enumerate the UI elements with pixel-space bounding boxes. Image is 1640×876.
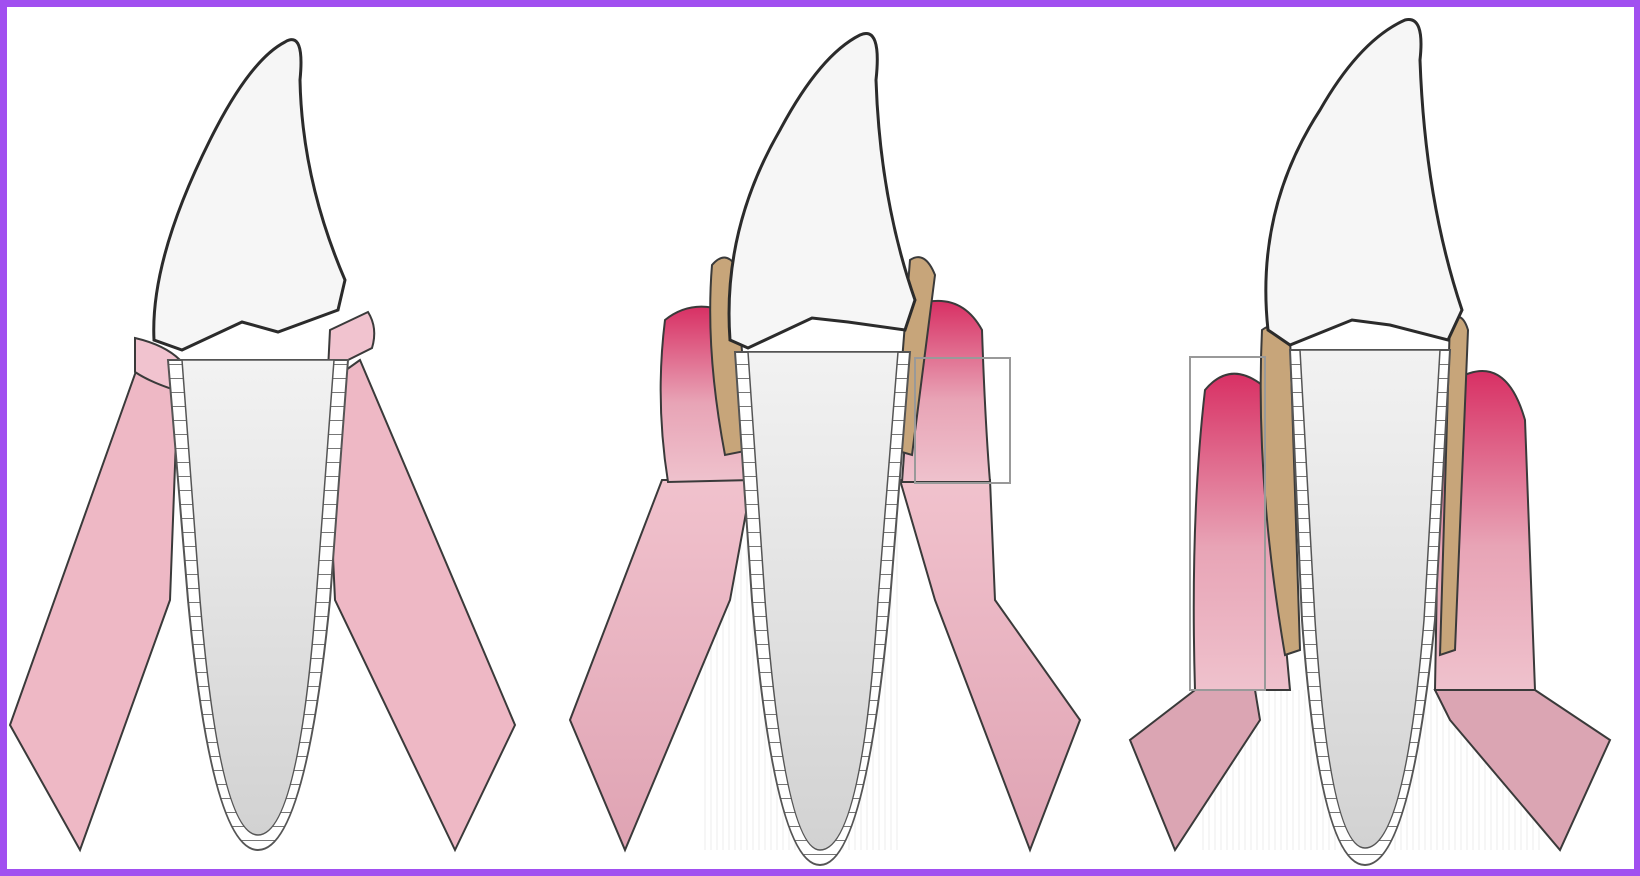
panel-gingivitis	[570, 33, 1080, 865]
alveolar-bone-right	[900, 480, 1080, 850]
tooth-crown	[729, 33, 915, 348]
tooth-crown	[154, 40, 345, 350]
tooth-root	[182, 360, 334, 835]
panel-healthy	[10, 40, 515, 850]
panel-periodontitis	[1130, 20, 1610, 866]
tooth-crown	[1266, 20, 1462, 346]
alveolar-bone-right	[325, 360, 515, 850]
alveolar-bone-left	[10, 360, 178, 850]
